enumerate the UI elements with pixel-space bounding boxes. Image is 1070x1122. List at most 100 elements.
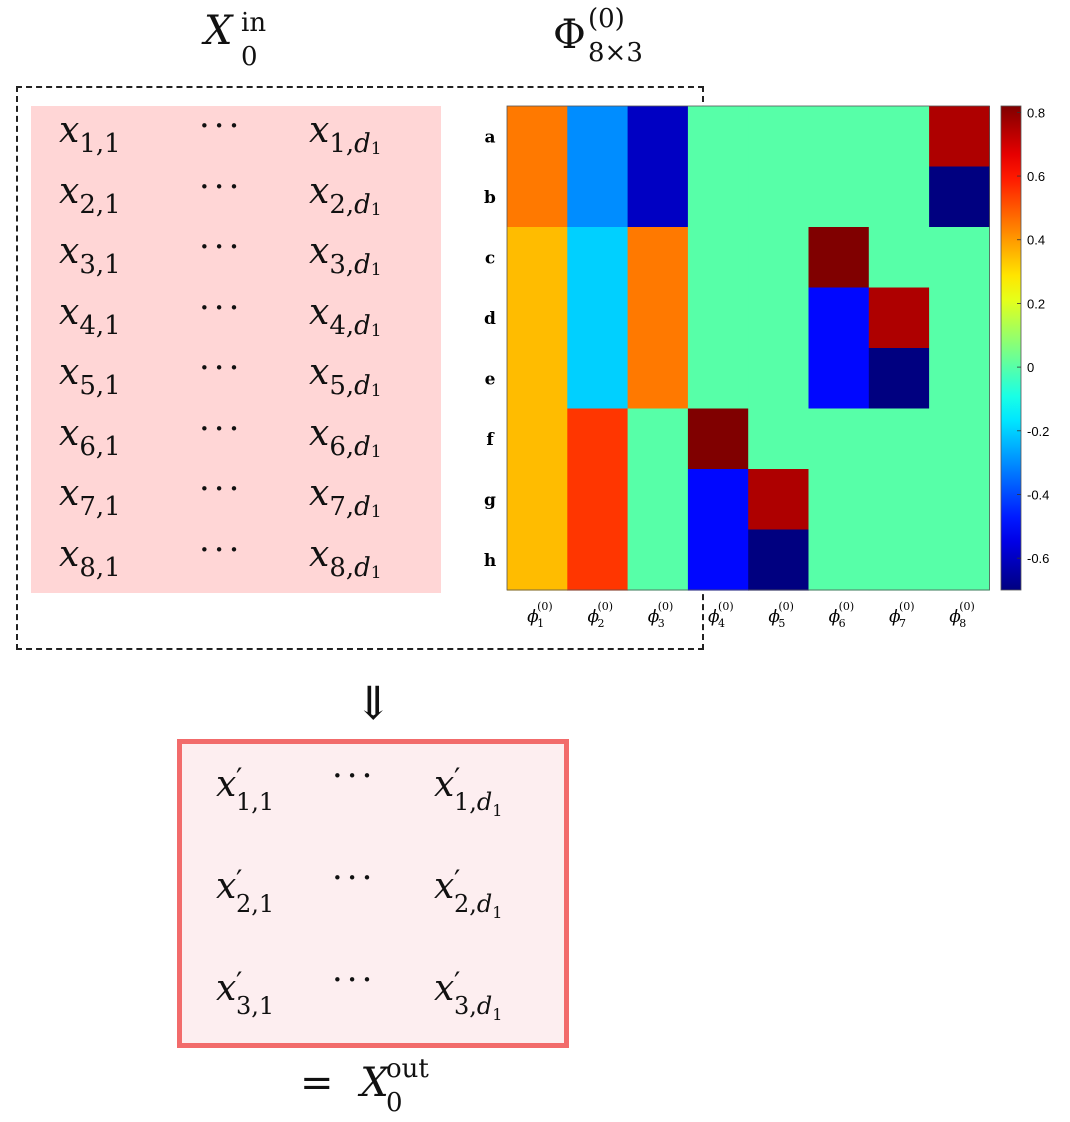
heatmap-cell [929, 529, 990, 591]
heatmap-cell [627, 166, 689, 228]
input-cell-dots: ··· [199, 227, 244, 267]
heatmap-cell [567, 469, 629, 531]
heatmap-cell [687, 529, 749, 591]
heatmap-row-label: a [484, 127, 495, 147]
heatmap-cell [748, 469, 810, 531]
input-cell-first: x2,1 [59, 170, 121, 220]
input-cell-last: x7,d1 [309, 473, 382, 522]
output-cell-first: x′1,1 [216, 762, 275, 816]
heatmap-cell [507, 529, 568, 591]
x-in-title-sup: in [241, 8, 267, 38]
output-cell-dots: ··· [332, 858, 377, 898]
input-cell-dots: ··· [199, 287, 244, 328]
heatmap-cell [808, 106, 870, 168]
heatmap-cell [808, 166, 870, 228]
heatmap-cell [567, 106, 629, 168]
heatmap-cell [748, 106, 810, 168]
heatmap-cell [627, 106, 689, 168]
heatmap-cell [929, 348, 990, 410]
heatmap-cell [868, 287, 930, 349]
heatmap-col-label: ϕ [708, 607, 720, 627]
colorbar-tick-label: 0 [1027, 360, 1034, 375]
input-cell-last: x3,d1 [309, 231, 382, 280]
heatmap-cell [868, 469, 930, 531]
heatmap-col-label-sup: (0) [658, 600, 674, 613]
input-cell-dots: ··· [199, 408, 244, 449]
heatmap-col-label-sub: 7 [899, 617, 906, 630]
heatmap-row-label: e [485, 369, 496, 389]
x-out-sub: 0 [386, 1088, 403, 1118]
heatmap-cell [567, 408, 629, 470]
input-cell-first: x6,1 [59, 412, 121, 462]
heatmap-cell [868, 166, 930, 228]
heatmap-col-label-sup: (0) [537, 600, 553, 613]
heatmap-cell [687, 408, 749, 470]
heatmap-cell [627, 287, 689, 349]
colorbar-tick-label: 0.2 [1027, 296, 1045, 311]
heatmap-cell [687, 348, 749, 410]
heatmap-cell [808, 408, 870, 470]
heatmap-cell [808, 227, 870, 289]
heatmap-cell [808, 469, 870, 531]
heatmap-row-label: c [485, 248, 495, 268]
phi-title-base: Φ [553, 12, 586, 58]
heatmap-col-label-sup: (0) [597, 600, 613, 613]
heatmap-col-label: ϕ [587, 607, 599, 627]
heatmap-cell [748, 166, 810, 228]
colorbar-tick-label: 0.6 [1027, 169, 1045, 184]
input-cell-dots: ··· [199, 529, 244, 570]
heatmap-cell [748, 529, 810, 591]
x-in-title: X in 0 [204, 8, 266, 72]
heatmap-cell [748, 227, 810, 289]
heatmap-row-label: d [484, 309, 496, 329]
input-cell-last: x2,d1 [309, 170, 382, 220]
heatmap-col-label-sub: 1 [537, 617, 544, 630]
colorbar-tick-label: -0.6 [1027, 551, 1049, 566]
output-cell-first: x′2,1 [216, 864, 275, 918]
heatmap-cell [687, 227, 749, 289]
heatmap-col-label-sup: (0) [959, 600, 975, 613]
heatmap-cell [507, 408, 568, 470]
heatmap-cell [808, 287, 870, 349]
heatmap-col-label: ϕ [889, 607, 901, 627]
heatmap-col-label: ϕ [949, 607, 961, 627]
heatmap-frame [506, 105, 990, 591]
heatmap-cell [627, 469, 689, 531]
x-in-title-sub: 0 [241, 42, 258, 72]
heatmap-cell [808, 529, 870, 591]
output-cell-last: x′3,d1 [434, 966, 503, 1024]
heatmap-col-label-sup: (0) [899, 600, 915, 613]
heatmap-cell [929, 287, 990, 349]
heatmap-col-label-sup: (0) [839, 600, 855, 613]
heatmap-cell [507, 106, 568, 168]
colorbar [1000, 105, 1022, 591]
input-cell-last: x1,d1 [309, 110, 382, 159]
input-cell-first: x3,1 [59, 231, 121, 280]
heatmap-cell [507, 166, 568, 228]
input-cell-first: x8,1 [59, 533, 121, 583]
x-out-sup: out [386, 1054, 429, 1084]
input-cell-last: x4,d1 [309, 291, 382, 341]
input-cell-dots: ··· [199, 469, 244, 509]
input-cell-last: x5,d1 [309, 352, 382, 401]
heatmap-cell [567, 166, 629, 228]
colorbar-tick-label: -0.2 [1027, 424, 1049, 439]
output-cell-dots: ··· [332, 960, 377, 1000]
heatmap-cell [929, 166, 990, 228]
heatmap-col-label-sub: 4 [718, 617, 725, 630]
heatmap-cell [687, 166, 749, 228]
heatmap-cell [567, 287, 629, 349]
heatmap-cell [627, 348, 689, 410]
heatmap-cell [929, 106, 990, 168]
output-cell-dots: ··· [332, 756, 377, 796]
input-cell-last: x8,d1 [309, 533, 382, 583]
heatmap-row-label: b [484, 188, 496, 208]
heatmap-cell [567, 529, 629, 591]
phi-title: Φ (0) 8×3 [553, 4, 643, 68]
heatmap-cell [748, 348, 810, 410]
input-cell-dots: ··· [199, 348, 244, 388]
heatmap-cell [507, 227, 568, 289]
